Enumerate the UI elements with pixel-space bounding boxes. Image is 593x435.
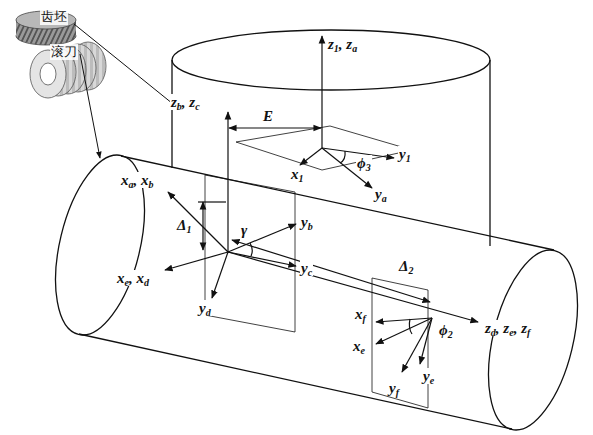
axis-label: z1, za (327, 36, 358, 52)
axis-label: xf (354, 306, 367, 322)
leader-lines (74, 24, 178, 158)
axis-label: yc (300, 260, 313, 276)
axis-label: x1 (290, 166, 305, 182)
axis-label: Δ1 (176, 217, 192, 233)
part-label: 滚刀 (50, 44, 78, 60)
axis-label: yd (198, 300, 212, 316)
axis-label: xa, xb (120, 172, 155, 188)
axis-label: E (262, 108, 274, 124)
axis-label: yf (388, 380, 400, 396)
axis-label: γ (240, 222, 248, 238)
axis-label: xe (352, 338, 366, 354)
axis-label: xe, xd (116, 270, 150, 286)
axis-label: zd, ze, zf (484, 320, 531, 336)
axis-label: ye (422, 368, 435, 384)
gear-cylinder (172, 30, 490, 246)
axis-label: ya (374, 186, 388, 202)
axis-label: Δ2 (398, 258, 414, 274)
axes (165, 36, 478, 372)
axis-label: yb (300, 214, 314, 230)
axis-label: y1 (398, 146, 412, 162)
hob-cylinder (40, 146, 593, 435)
part-label: 齿坯 (40, 9, 68, 25)
axis-label: ϕ3 (356, 155, 372, 171)
hob-icon (30, 42, 106, 98)
axis-label: zb, zc (170, 94, 201, 110)
axis-label: ϕ2 (438, 322, 454, 338)
